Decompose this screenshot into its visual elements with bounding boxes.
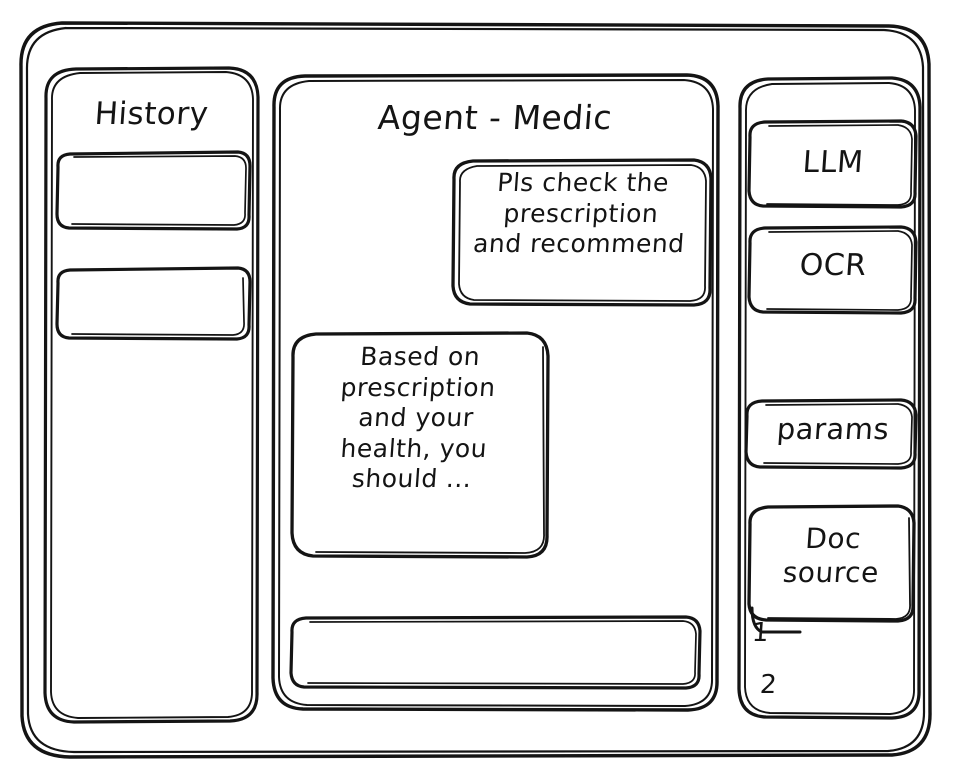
llm-button[interactable]	[749, 121, 916, 207]
doc-source-button[interactable]	[749, 506, 914, 621]
history-item-1[interactable]	[57, 152, 250, 229]
user-message-bubble	[453, 160, 711, 305]
ocr-button[interactable]	[749, 227, 916, 313]
doc-source-item-1[interactable]	[750, 614, 810, 654]
page-title: Agent - Medic	[376, 98, 614, 137]
params-button[interactable]	[746, 400, 916, 468]
composer-input[interactable]	[291, 617, 700, 688]
doc-source-item-2[interactable]	[756, 666, 816, 706]
history-item-2[interactable]	[57, 268, 250, 339]
assistant-message-bubble	[292, 333, 548, 557]
